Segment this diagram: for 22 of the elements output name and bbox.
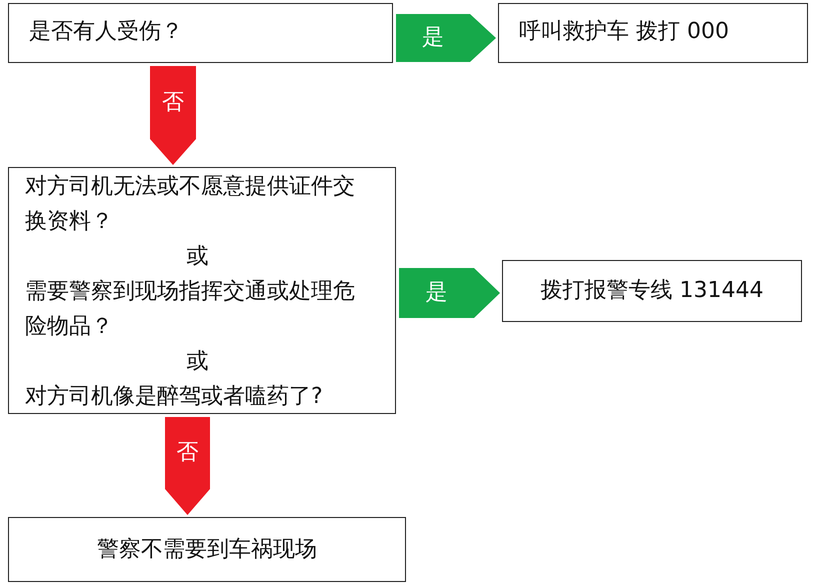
box-text: 需要警察到现场指挥交通或处理危险物品？	[25, 278, 356, 341]
process-box	[8, 517, 406, 582]
process-box	[8, 3, 393, 63]
box-text: 对方司机无法或不愿意提供证件交换资料？	[25, 173, 356, 236]
block-arrow	[165, 417, 210, 515]
edge-label: 否	[162, 90, 184, 116]
edge-label: 否	[176, 440, 198, 466]
box-text: 呼叫救护车 拨打 000	[519, 18, 730, 46]
box-text: 或	[186, 243, 210, 271]
process-box	[502, 260, 802, 322]
box-text: 对方司机像是醉驾或者嗑药了?	[25, 383, 324, 411]
edge-label: 是	[426, 280, 448, 306]
box-text: 拨打报警专线 131444	[540, 277, 764, 305]
process-box	[8, 167, 396, 414]
block-arrow	[150, 66, 196, 165]
box-text: 警察不需要到车祸现场	[96, 536, 318, 564]
block-arrow	[396, 14, 496, 62]
edge-label: 是	[422, 25, 444, 51]
box-text: 是否有人受伤？	[29, 18, 184, 46]
box-text: 或	[186, 348, 210, 376]
block-arrow	[399, 268, 500, 318]
process-box	[498, 3, 808, 63]
